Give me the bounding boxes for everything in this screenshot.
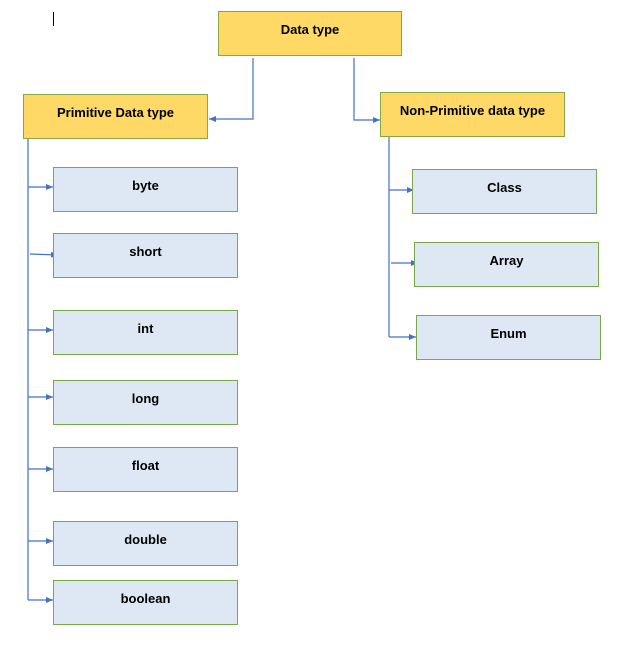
node-label: Data type — [280, 22, 340, 37]
node-boolean: boolean — [53, 580, 238, 625]
node-float: float — [53, 447, 238, 492]
node-label: Class — [487, 180, 522, 195]
node-label: long — [131, 391, 160, 406]
text-cursor — [53, 12, 54, 26]
node-class: Class — [412, 169, 597, 214]
node-label: boolean — [120, 591, 171, 606]
node-data-type: Data type — [218, 11, 402, 56]
node-label: Non-Primitive data type — [399, 103, 546, 118]
node-label: float — [131, 458, 160, 473]
node-array: Array — [414, 242, 599, 287]
node-byte: byte — [53, 167, 238, 212]
connector-root-to-primitive — [209, 58, 254, 122]
node-label: int — [137, 321, 154, 336]
node-enum: Enum — [416, 315, 601, 360]
node-label: Primitive Data type — [56, 105, 175, 120]
node-int: int — [53, 310, 238, 355]
node-short: short — [53, 233, 238, 278]
node-long: long — [53, 380, 238, 425]
node-label: double — [124, 532, 167, 547]
node-label: Array — [489, 253, 524, 268]
node-non-primitive-data-type: Non-Primitive data type — [380, 92, 565, 137]
connector-root-to-non-primitive — [353, 58, 380, 123]
node-primitive-data-type: Primitive Data type — [23, 94, 208, 139]
node-label: Enum — [490, 326, 527, 341]
node-label: byte — [132, 178, 159, 193]
node-double: double — [53, 521, 238, 566]
node-label: short — [129, 244, 162, 259]
